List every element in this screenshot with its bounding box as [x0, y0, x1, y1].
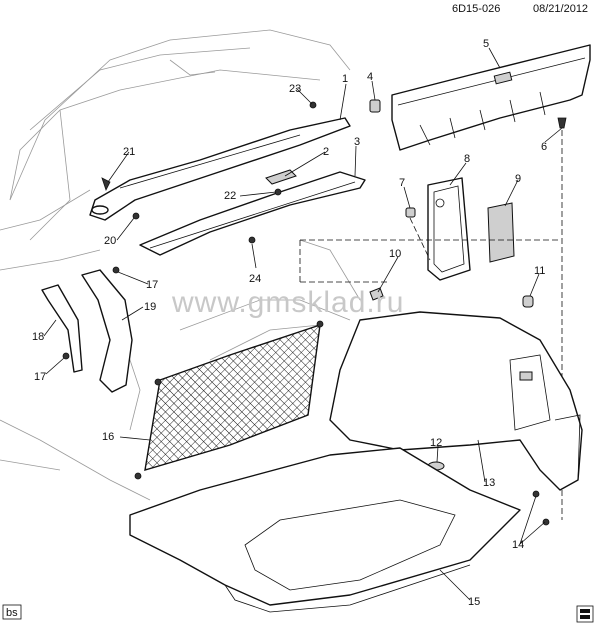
callout-11: 11 — [534, 265, 545, 277]
callout-22: 22 — [224, 190, 236, 202]
callout-labels: 1 2 3 4 5 6 7 8 9 10 11 12 13 14 15 16 1… — [32, 38, 547, 608]
part-3-sill-rail — [139, 171, 366, 256]
callout-2: 2 — [323, 146, 329, 158]
part-14-fasteners — [532, 490, 550, 526]
diagram-code: 6D15-026 — [452, 3, 500, 15]
callout-9: 9 — [515, 173, 521, 185]
watermark: www.gmsklad.ru — [171, 286, 404, 319]
small-fasteners — [369, 207, 534, 471]
corner-badge: bs — [2, 604, 22, 620]
part-19-pillar-trim — [81, 269, 133, 393]
callout-16: 16 — [102, 431, 114, 443]
callout-1: 1 — [342, 73, 348, 85]
part-13-quarter-trim — [329, 311, 583, 491]
callout-19: 19 — [144, 301, 156, 313]
callout-6: 6 — [541, 141, 547, 153]
callout-21: 21 — [123, 146, 135, 158]
callout-15: 15 — [468, 596, 480, 608]
callout-23: 23 — [289, 83, 301, 95]
part-1-trim-bar — [89, 117, 351, 221]
callout-24: 24 — [249, 273, 261, 285]
part-17-fasteners — [62, 266, 120, 360]
callout-17-lower: 17 — [34, 371, 46, 383]
part-9-pad — [487, 202, 515, 263]
callout-20: 20 — [104, 235, 116, 247]
corner-badge-text: bs — [6, 607, 18, 619]
part-18-pillar-trim — [41, 284, 83, 373]
callout-18: 18 — [32, 331, 44, 343]
callout-8: 8 — [464, 153, 470, 165]
part-6-clip — [557, 117, 567, 129]
callout-7: 7 — [399, 177, 405, 189]
callout-5: 5 — [483, 38, 489, 50]
part-8-access-frame — [427, 177, 471, 281]
callout-leaders — [43, 47, 563, 601]
part-4-clip — [369, 99, 381, 113]
publisher-logo-icon — [576, 605, 594, 623]
part-16-cargo-net — [134, 320, 324, 480]
callout-13: 13 — [483, 477, 495, 489]
callout-14: 14 — [512, 539, 524, 551]
part-15-load-floor — [129, 447, 521, 613]
callout-3: 3 — [354, 136, 360, 148]
fastener-group — [101, 101, 317, 244]
callout-17-upper: 17 — [146, 279, 158, 291]
callout-10: 10 — [389, 248, 401, 260]
callout-12: 12 — [430, 437, 442, 449]
part-5-rear-panel — [391, 44, 591, 151]
callout-4: 4 — [367, 71, 373, 83]
diagram-date: 08/21/2012 — [533, 3, 588, 15]
